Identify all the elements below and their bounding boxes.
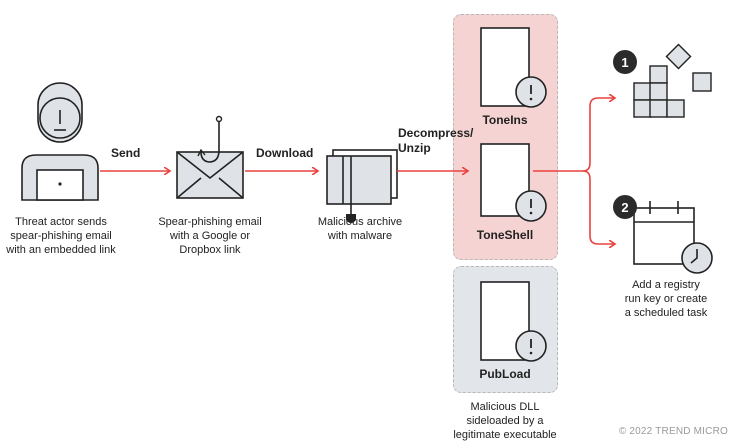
toneins-label: ToneIns <box>482 113 528 127</box>
persistence-caption-line1: Add a registry <box>632 279 700 291</box>
grid-blocks-icon <box>633 43 712 118</box>
svg-text:2: 2 <box>621 200 628 215</box>
pubload-label: PubLoad <box>479 367 531 381</box>
pubload-caption-line1: Malicious DLL <box>470 401 540 413</box>
copyright-text: © 2022 TREND MICRO <box>618 426 728 437</box>
email-hook-icon <box>176 115 244 199</box>
file-alert-icon <box>480 143 547 222</box>
branch-arrows <box>533 98 615 244</box>
actor-caption-line2: spear-phishing email <box>10 230 112 242</box>
decompress-label-line2: Unzip <box>398 141 431 155</box>
calendar-clock-icon <box>633 201 713 274</box>
file-alert-icon <box>480 281 547 362</box>
download-label: Download <box>256 146 314 160</box>
email-caption: Spear-phishing email with a Google or Dr… <box>146 215 274 257</box>
threat-actor-icon <box>21 82 99 201</box>
step-badge-2: 2 <box>613 195 637 219</box>
archive-caption-line1: Malicious archive <box>317 216 403 228</box>
email-caption-line2: with a Google or <box>169 230 251 242</box>
pubload-caption-line3: legitimate executable <box>453 429 557 441</box>
persistence-caption-line3: a scheduled task <box>624 307 708 319</box>
decompress-label-line1: Decompress/ <box>398 126 474 140</box>
toneshell-label: ToneShell <box>476 228 534 242</box>
actor-caption: Threat actor sends spear-phishing email … <box>0 215 122 257</box>
send-label: Send <box>111 146 141 160</box>
persistence-caption-line2: run key or create <box>624 293 708 305</box>
email-caption-line1: Spear-phishing email <box>158 216 262 228</box>
actor-caption-line3: with an embedded link <box>6 244 116 256</box>
decompress-label: Decompress/ Unzip <box>398 126 473 156</box>
actor-caption-line1: Threat actor sends <box>15 216 107 228</box>
archive-caption-line2: with malware <box>327 230 393 242</box>
archive-icon <box>326 149 398 223</box>
pubload-caption-line2: sideloaded by a <box>466 415 544 427</box>
pubload-caption: Malicious DLL sideloaded by a legitimate… <box>445 400 565 442</box>
archive-caption: Malicious archive with malware <box>300 215 420 243</box>
svg-text:1: 1 <box>621 55 628 70</box>
step-badge-1: 1 <box>613 50 637 74</box>
email-caption-line3: Dropbox link <box>179 244 241 256</box>
file-alert-icon <box>480 27 547 108</box>
persistence-caption: Add a registry run key or create a sched… <box>602 278 730 320</box>
